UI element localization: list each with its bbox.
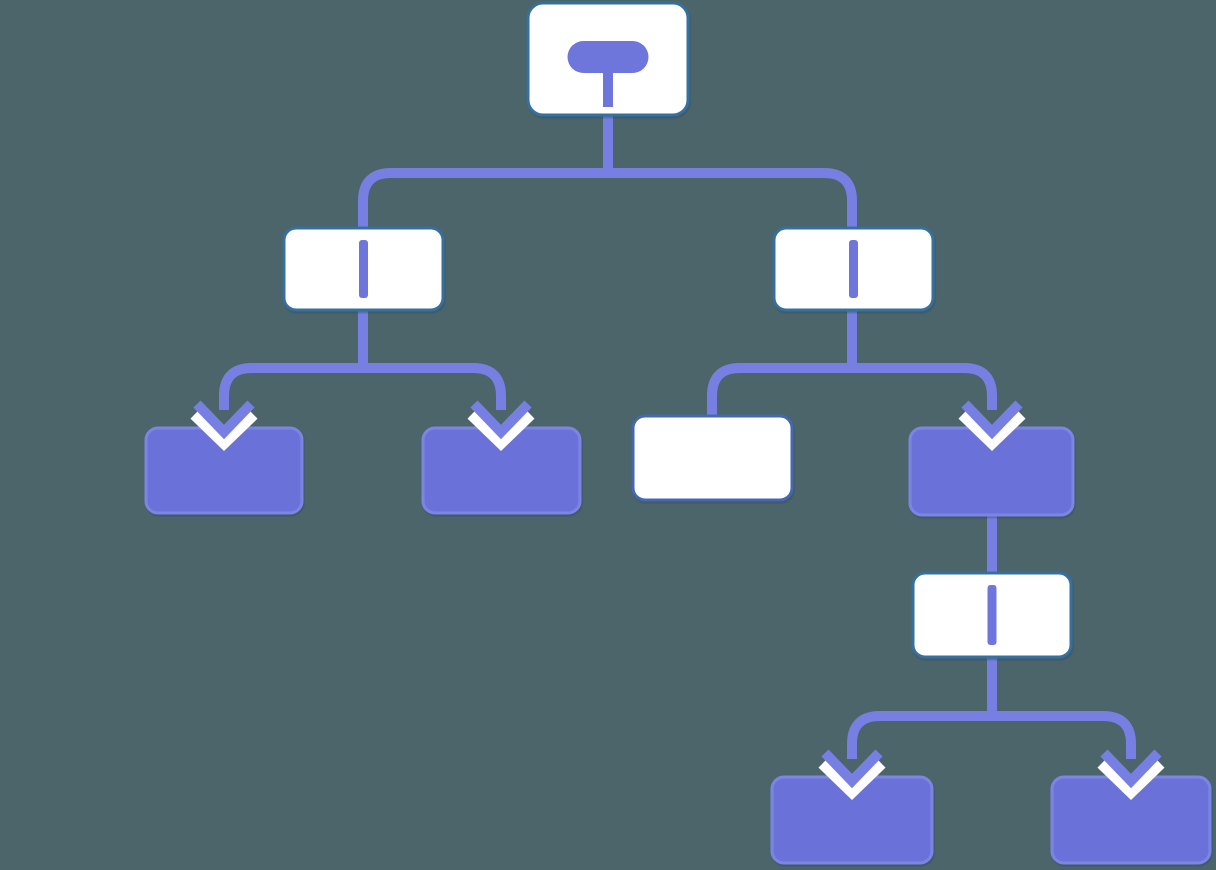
tree-node-branch-lower [911, 571, 1073, 659]
branch-line-icon [987, 585, 997, 645]
connector-lower-branch [847, 711, 1136, 759]
collapse-chevron-icon [190, 400, 258, 452]
collapse-chevron-icon [818, 749, 886, 801]
collapse-arrows [190, 400, 1165, 801]
connector-left-branch [219, 363, 506, 410]
tree-nodes [144, 1, 1212, 865]
collapse-chevron-icon [467, 400, 535, 452]
connector-right-branch [707, 363, 997, 416]
tree-node-empty-node [631, 414, 794, 502]
connector-lines [219, 113, 1136, 759]
tree-node-branch-right [772, 226, 935, 312]
collapse-chevron-icon [958, 400, 1026, 452]
branch-line-icon [359, 240, 368, 298]
connector-level1-branch [358, 168, 857, 229]
collapse-chevron-icon [1097, 749, 1165, 801]
node-box-empty [631, 414, 794, 502]
branch-line-icon [849, 240, 858, 298]
root-node-icon [567, 41, 649, 107]
tree-node-root [526, 1, 690, 117]
tree-node-branch-left [282, 226, 445, 312]
